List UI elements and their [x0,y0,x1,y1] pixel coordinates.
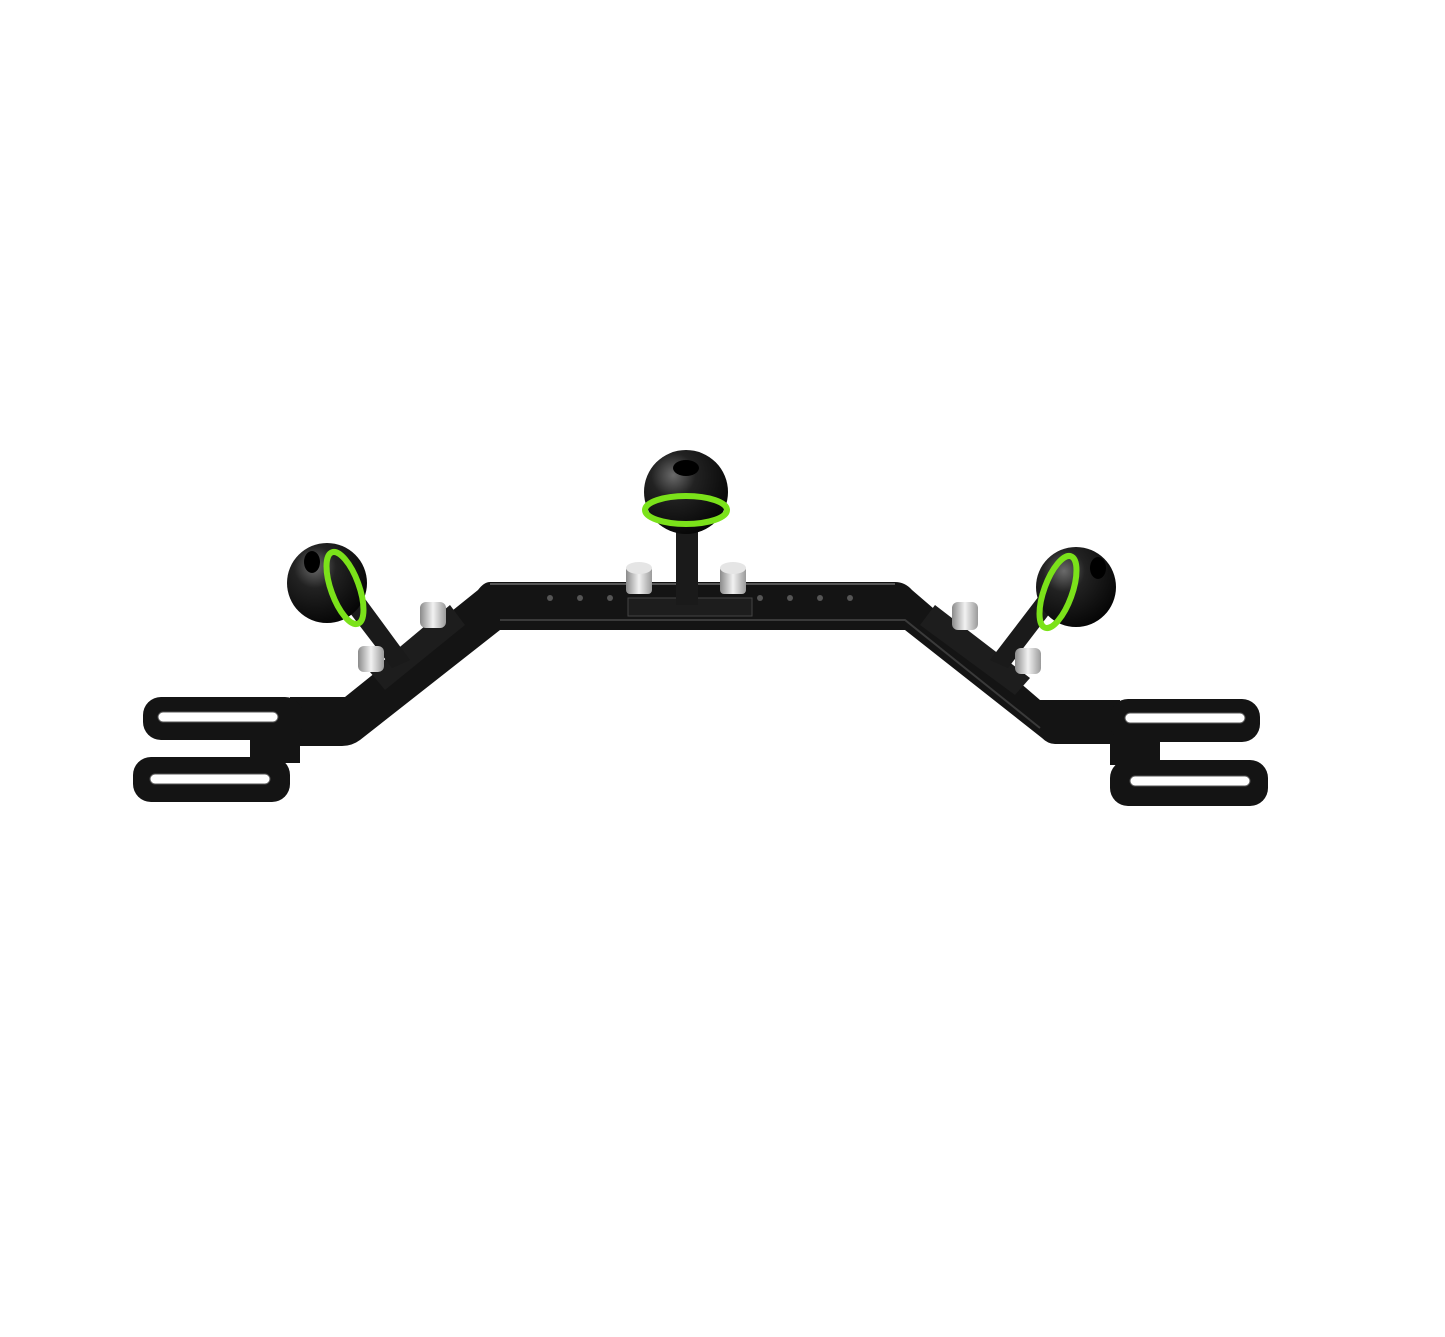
bolt-icon [626,562,652,594]
bolt-icon [720,562,746,594]
right-ball-mount [920,547,1116,695]
bolt-icon [1015,648,1041,674]
left-ball-mount [287,543,465,690]
bracket-body [133,582,1268,806]
bolt-icon [358,646,384,672]
bolt-icon [420,602,446,628]
green-ring [642,493,730,527]
center-ball-mount [626,450,753,617]
bolt-icon [952,602,978,630]
